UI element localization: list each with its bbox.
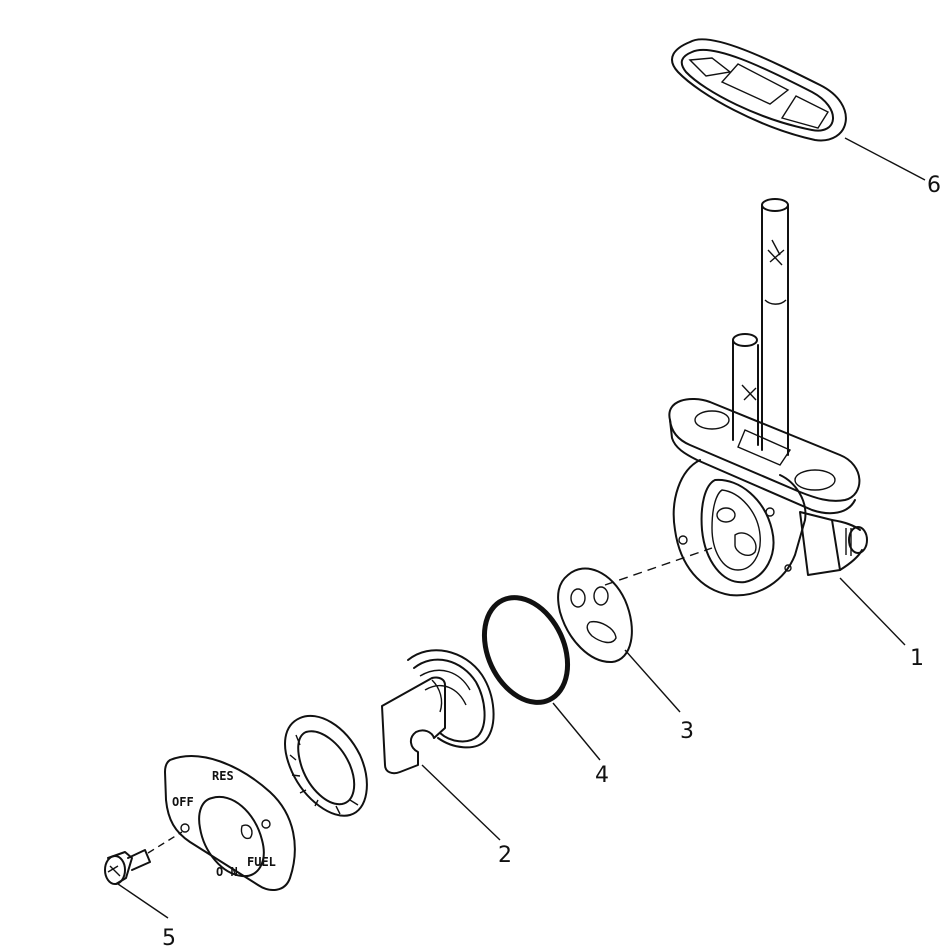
part-4-o-ring: [481, 595, 571, 705]
leader-line-6: [844, 137, 926, 181]
leader-line-5: [117, 883, 169, 919]
callout-4: 4: [595, 763, 609, 788]
plate-label-fuel: FUEL: [247, 855, 276, 869]
part-2-lever-valve: [381, 649, 495, 775]
plate-label-res: RES: [212, 769, 234, 783]
callout-5: 5: [162, 926, 176, 949]
callout-6: 6: [927, 173, 941, 198]
part-5-screw: [104, 849, 151, 885]
assembly-line-3: [604, 547, 713, 586]
callout-2: 2: [498, 843, 512, 868]
leader-line-2: [421, 764, 501, 841]
callout-1: 1: [910, 646, 924, 671]
plate-label-off: OFF: [172, 795, 194, 809]
assembly-line-5: [147, 831, 183, 854]
part-3-valve-gasket: [557, 567, 633, 664]
seal-ring: [284, 714, 368, 817]
part-6-filter-gasket: [671, 38, 847, 142]
leader-line-1: [839, 577, 906, 646]
plate-label-on: O N: [216, 865, 238, 879]
callout-3: 3: [680, 719, 694, 744]
leader-line-4: [552, 702, 601, 761]
selector-plate: RES OFF O N FUEL: [164, 755, 296, 891]
part-1-fuel-cock-body: [668, 198, 868, 597]
leader-line-3: [624, 649, 681, 713]
